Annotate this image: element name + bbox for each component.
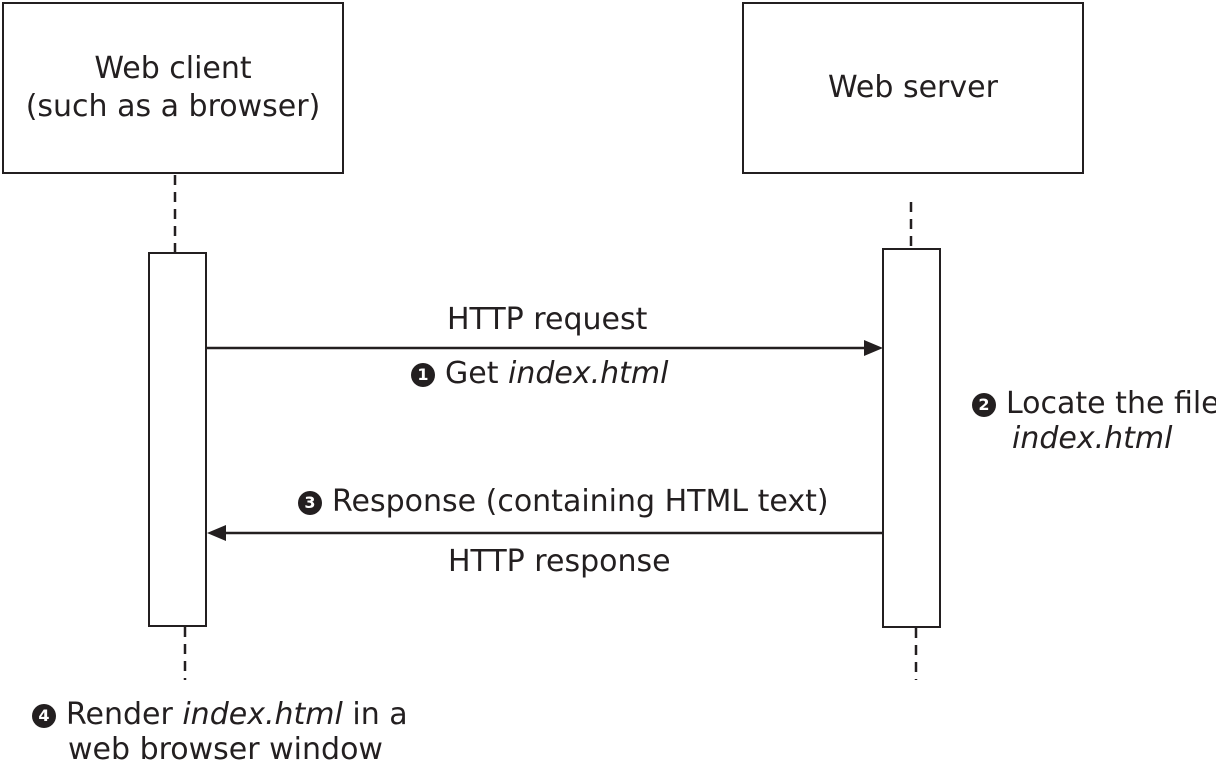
web-client-box	[2, 2, 344, 174]
step-4-line2: web browser window	[68, 732, 383, 767]
http-request-label: HTTP request	[447, 302, 648, 337]
step-3-text: Response (containing HTML text)	[332, 484, 829, 519]
web-server-title: Web server	[828, 70, 998, 105]
step-4-text-after: in a	[342, 697, 408, 732]
response-arrowhead	[207, 525, 226, 541]
step-1-text: Get	[445, 356, 509, 391]
step-1-file: index.html	[508, 356, 669, 391]
step-2-file: index.html	[1012, 421, 1173, 456]
web-client-label: Web client (such as a browser)	[2, 2, 344, 174]
step-4-file: index.html	[182, 697, 343, 732]
step-3-label: 3 Response (containing HTML text)	[298, 484, 829, 520]
step-2-text: Locate the file:	[1006, 386, 1216, 421]
request-arrowhead	[864, 340, 883, 356]
step-2-marker: 2	[972, 393, 996, 417]
web-server-box	[742, 2, 1084, 174]
step-2-label: 2 Locate the file:	[972, 386, 1216, 422]
step-4-text-before: Render	[66, 697, 183, 732]
server-activation-bar	[882, 248, 941, 628]
web-server-label: Web server	[742, 2, 1084, 174]
step-4-label: 4 Render index.html in a	[32, 697, 408, 733]
step-3-marker: 3	[298, 491, 322, 515]
http-response-label: HTTP response	[448, 544, 671, 579]
step-4-marker: 4	[32, 704, 56, 728]
web-client-title-line1: Web client	[94, 51, 252, 86]
web-client-title-line2: (such as a browser)	[25, 89, 321, 124]
client-activation-bar	[148, 252, 207, 627]
step-1-label: 1 Get index.html	[411, 356, 669, 392]
step-1-marker: 1	[411, 363, 435, 387]
